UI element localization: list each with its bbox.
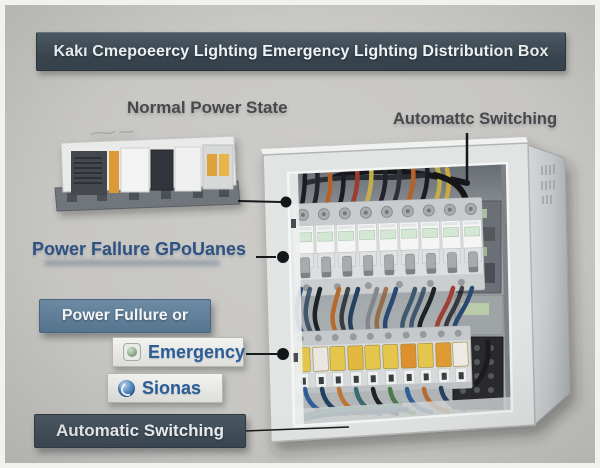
badge-automatic-switching-text: Automatic Switching <box>55 421 225 440</box>
signals-panel: Sionas <box>107 373 223 403</box>
distribution-box <box>261 137 571 443</box>
status-led-icon <box>123 343 141 361</box>
title-text: Kakı Cmepoeercy Lighting Emergency Light… <box>53 42 549 60</box>
label-shadow-echo <box>44 260 221 266</box>
label-normal-power-state: Normal Power State <box>127 98 288 117</box>
emergency-panel-text: Emergency <box>148 341 246 362</box>
badge-automatic-switching-bottom: Automatic Switching <box>34 414 246 448</box>
label-power-failure-groups-text: Power Fallure GPoUanes <box>32 239 247 259</box>
callout-lines <box>237 133 469 432</box>
badge-power-failure-or-text: Power Fullure or <box>61 307 189 324</box>
label-automatic-switching-top: Automattc Switching <box>393 110 558 128</box>
cabinet-interior <box>288 163 512 426</box>
terminal-row <box>291 325 473 395</box>
breaker-row <box>291 197 486 297</box>
emergency-panel: Emergency <box>112 337 246 367</box>
illustration-scene <box>5 5 595 463</box>
normal-power-device <box>54 130 241 212</box>
title-banner: Kakı Cmepoeercy Lighting Emergency Light… <box>36 32 566 71</box>
blue-sphere-icon <box>118 379 135 397</box>
badge-power-failure-or: Power Fullure or <box>39 299 211 333</box>
label-power-failure-groups: Power Fallure GPoUanes <box>32 239 247 266</box>
signals-panel-text: Sionas <box>142 377 202 398</box>
